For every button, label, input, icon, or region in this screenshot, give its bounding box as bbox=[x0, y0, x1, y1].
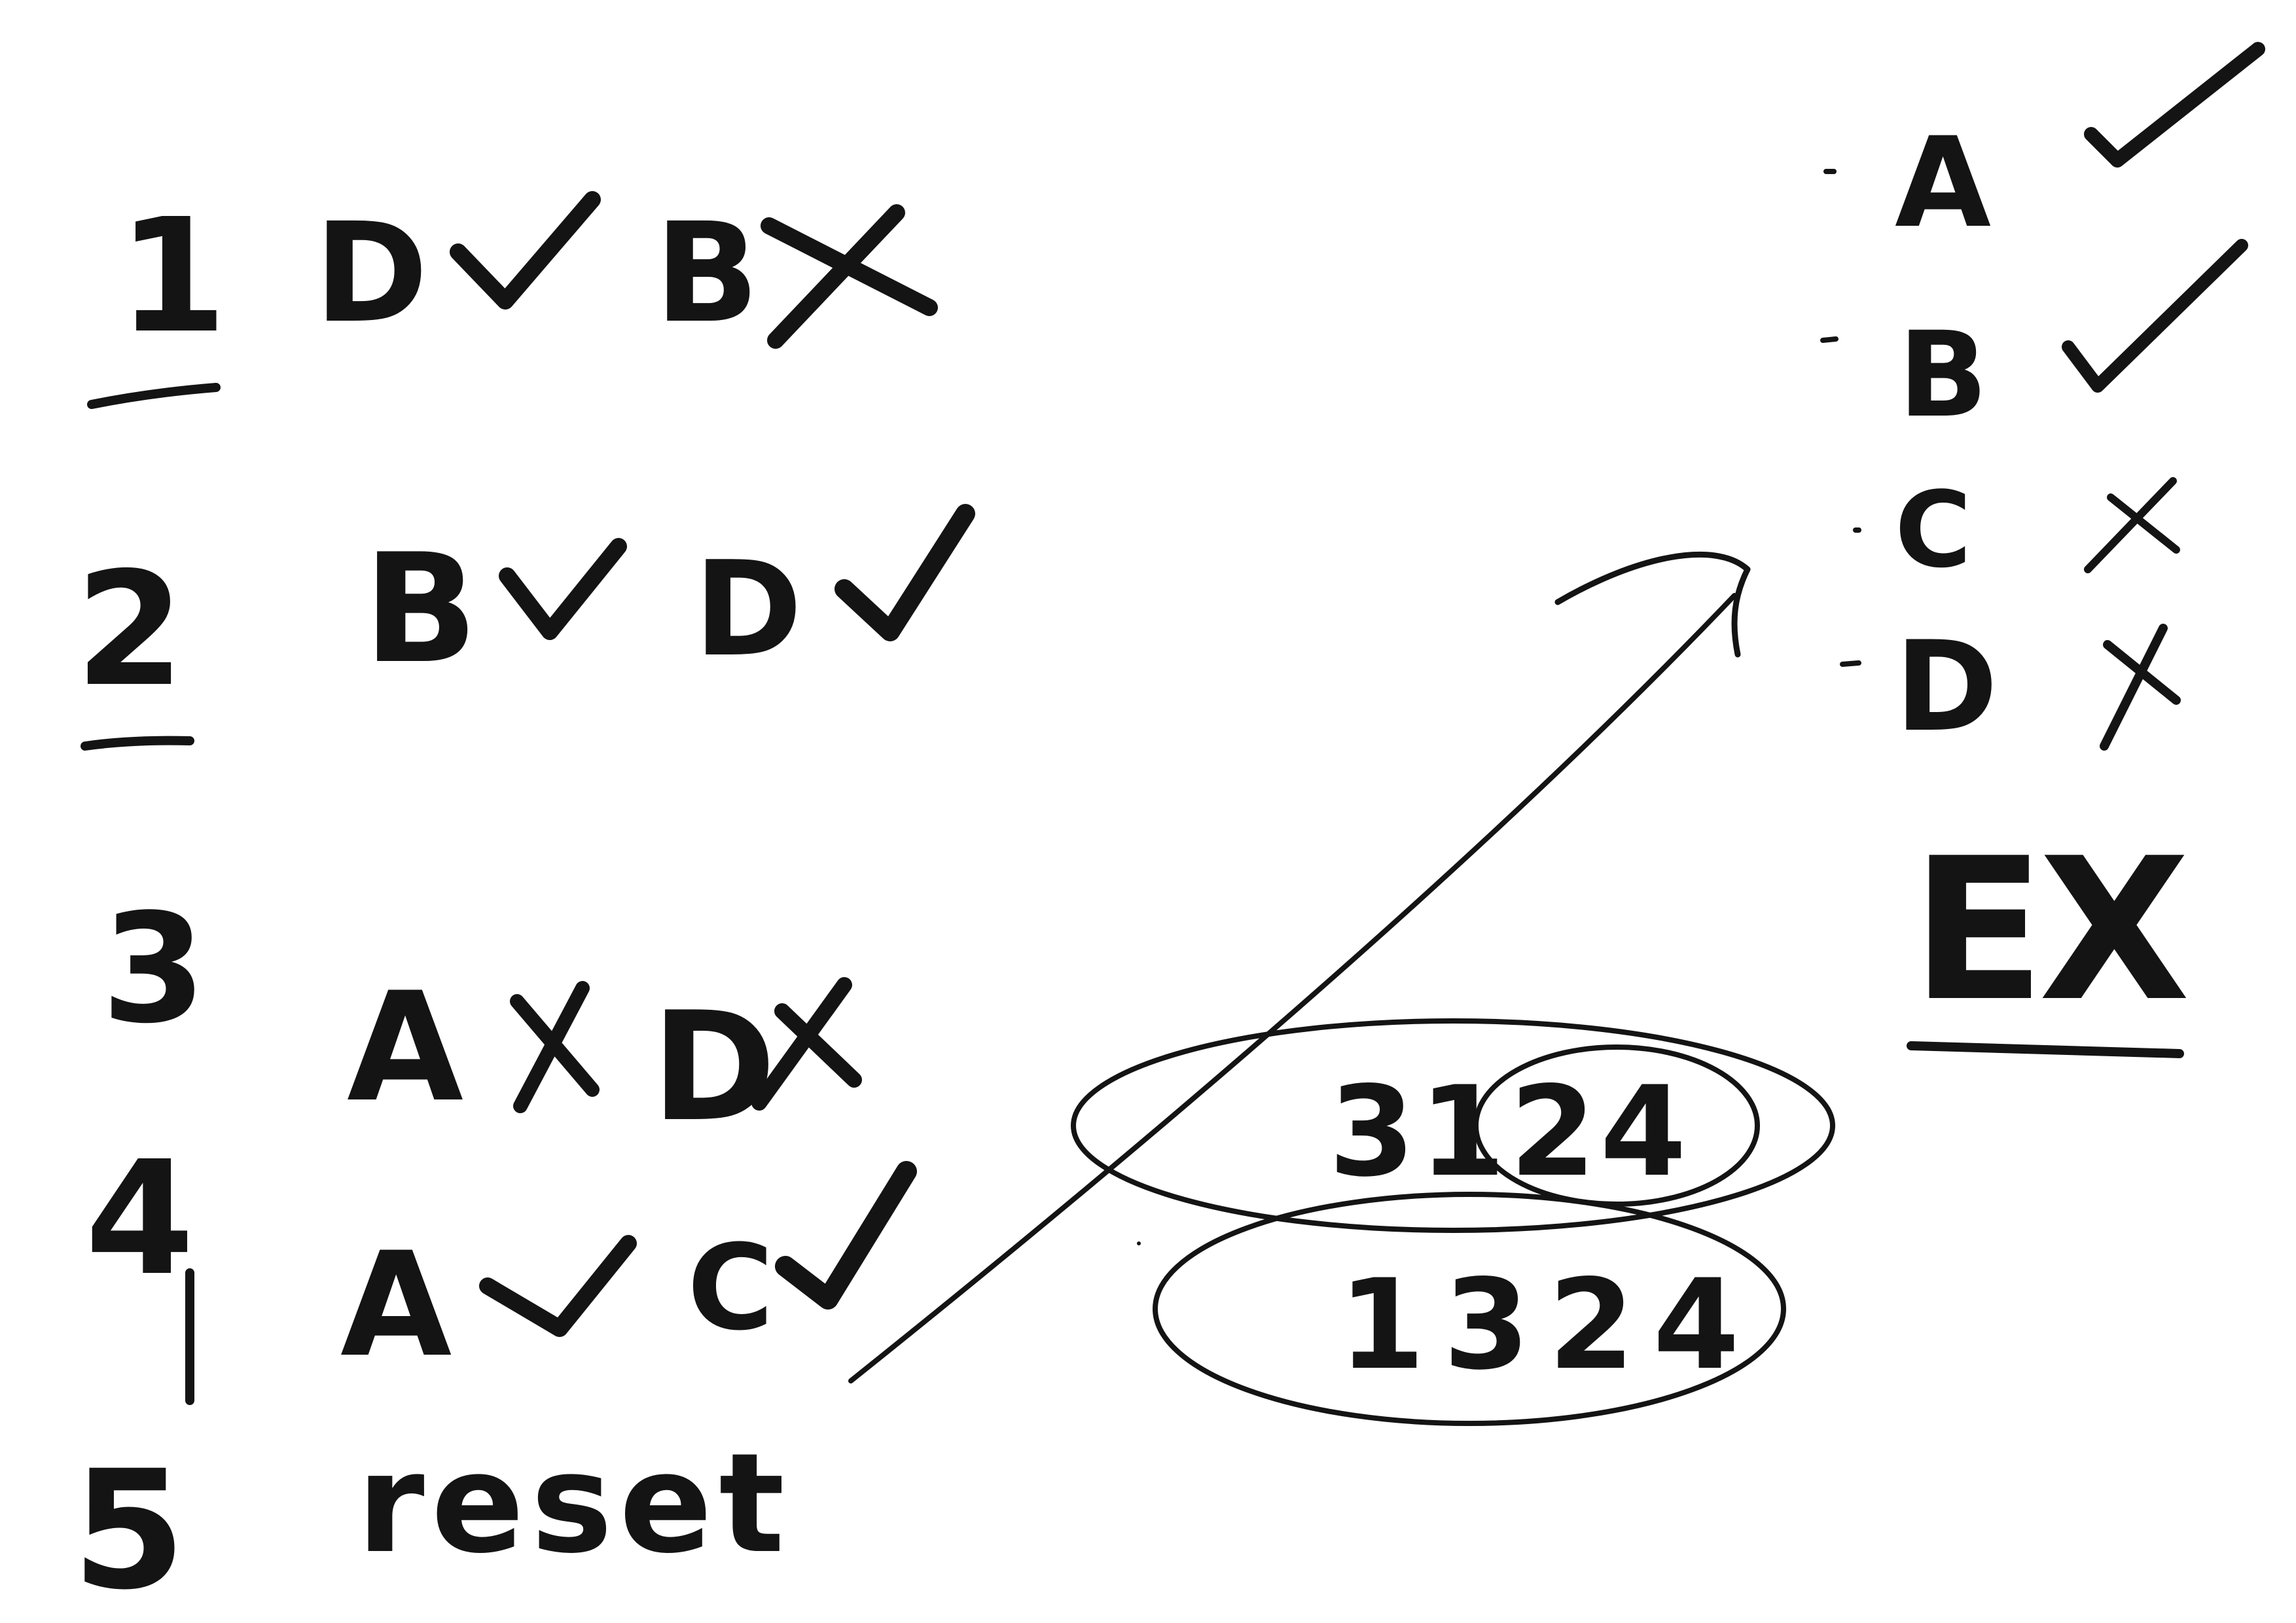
row-2-letter-1: B bbox=[363, 522, 478, 697]
row-4-letter-2: C bbox=[687, 1220, 774, 1357]
row-5-text: reset bbox=[357, 1423, 791, 1584]
row-number-2-underline bbox=[81, 736, 194, 751]
check-mark-icon bbox=[2084, 42, 2265, 168]
check-mark-icon bbox=[499, 538, 627, 640]
option-bullet bbox=[1820, 336, 1839, 343]
row-2-letter-2: D bbox=[694, 533, 802, 686]
row-1-letter-2: B bbox=[655, 193, 759, 353]
cross-mark-icon bbox=[761, 204, 938, 349]
row-number-2: 2 bbox=[75, 538, 185, 721]
row-4: 4 A C bbox=[85, 1127, 917, 1405]
option-b-letter: B bbox=[1898, 307, 1988, 444]
row-3: 3 A D bbox=[101, 882, 862, 1155]
ex-label: EX bbox=[1911, 816, 2189, 1044]
option-c-letter: C bbox=[1895, 469, 1971, 591]
row-number-4: 4 bbox=[85, 1127, 194, 1310]
arrow-shaft bbox=[848, 593, 1737, 1383]
sequence-2-oval bbox=[1153, 1192, 1786, 1426]
check-mark-icon bbox=[2062, 239, 2248, 393]
option-d-letter: D bbox=[1895, 615, 1998, 759]
arrow-head-icon bbox=[1554, 552, 1751, 658]
check-mark-icon bbox=[834, 504, 975, 641]
check-mark-icon bbox=[479, 1235, 637, 1337]
cross-mark-icon bbox=[751, 977, 862, 1111]
sequence-1-inner-oval bbox=[1473, 1044, 1760, 1207]
row-2: 2 B D bbox=[75, 504, 975, 751]
option-bullet bbox=[1840, 660, 1861, 667]
check-mark-icon bbox=[775, 1161, 917, 1310]
numbered-list: 1 D B 2 B D 3 A D 4 A bbox=[72, 185, 975, 1623]
ink-dot bbox=[1137, 1241, 1141, 1245]
ex-underline bbox=[1907, 1041, 2184, 1058]
row-1-letter-1: D bbox=[314, 193, 428, 353]
check-mark-icon bbox=[450, 191, 601, 310]
row-3-letter-2: D bbox=[651, 980, 776, 1155]
options-list: A B C D EX bbox=[1820, 42, 2265, 1058]
sequence-2-digits: 1324 bbox=[1338, 1253, 1758, 1397]
row-number-3: 3 bbox=[101, 882, 206, 1057]
cross-mark-icon bbox=[2084, 477, 2180, 573]
option-a-letter: A bbox=[1895, 111, 1991, 255]
row-5: 5 reset bbox=[72, 1423, 791, 1623]
cross-mark-icon bbox=[2100, 624, 2181, 751]
row-3-letter-1: A bbox=[347, 961, 463, 1135]
row-4-letter-1: A bbox=[340, 1221, 452, 1389]
row-number-1: 1 bbox=[118, 185, 227, 368]
arrow bbox=[848, 552, 1751, 1383]
sequence-1-digits: 3124 bbox=[1329, 1060, 1691, 1204]
row-number-1-underline bbox=[87, 383, 221, 409]
row-number-5: 5 bbox=[72, 1435, 186, 1623]
sequences: 3124 1324 bbox=[1071, 1018, 1835, 1426]
row-1: 1 D B bbox=[87, 185, 938, 409]
sequence-1-oval bbox=[1071, 1018, 1835, 1233]
cross-mark-icon bbox=[510, 981, 600, 1113]
